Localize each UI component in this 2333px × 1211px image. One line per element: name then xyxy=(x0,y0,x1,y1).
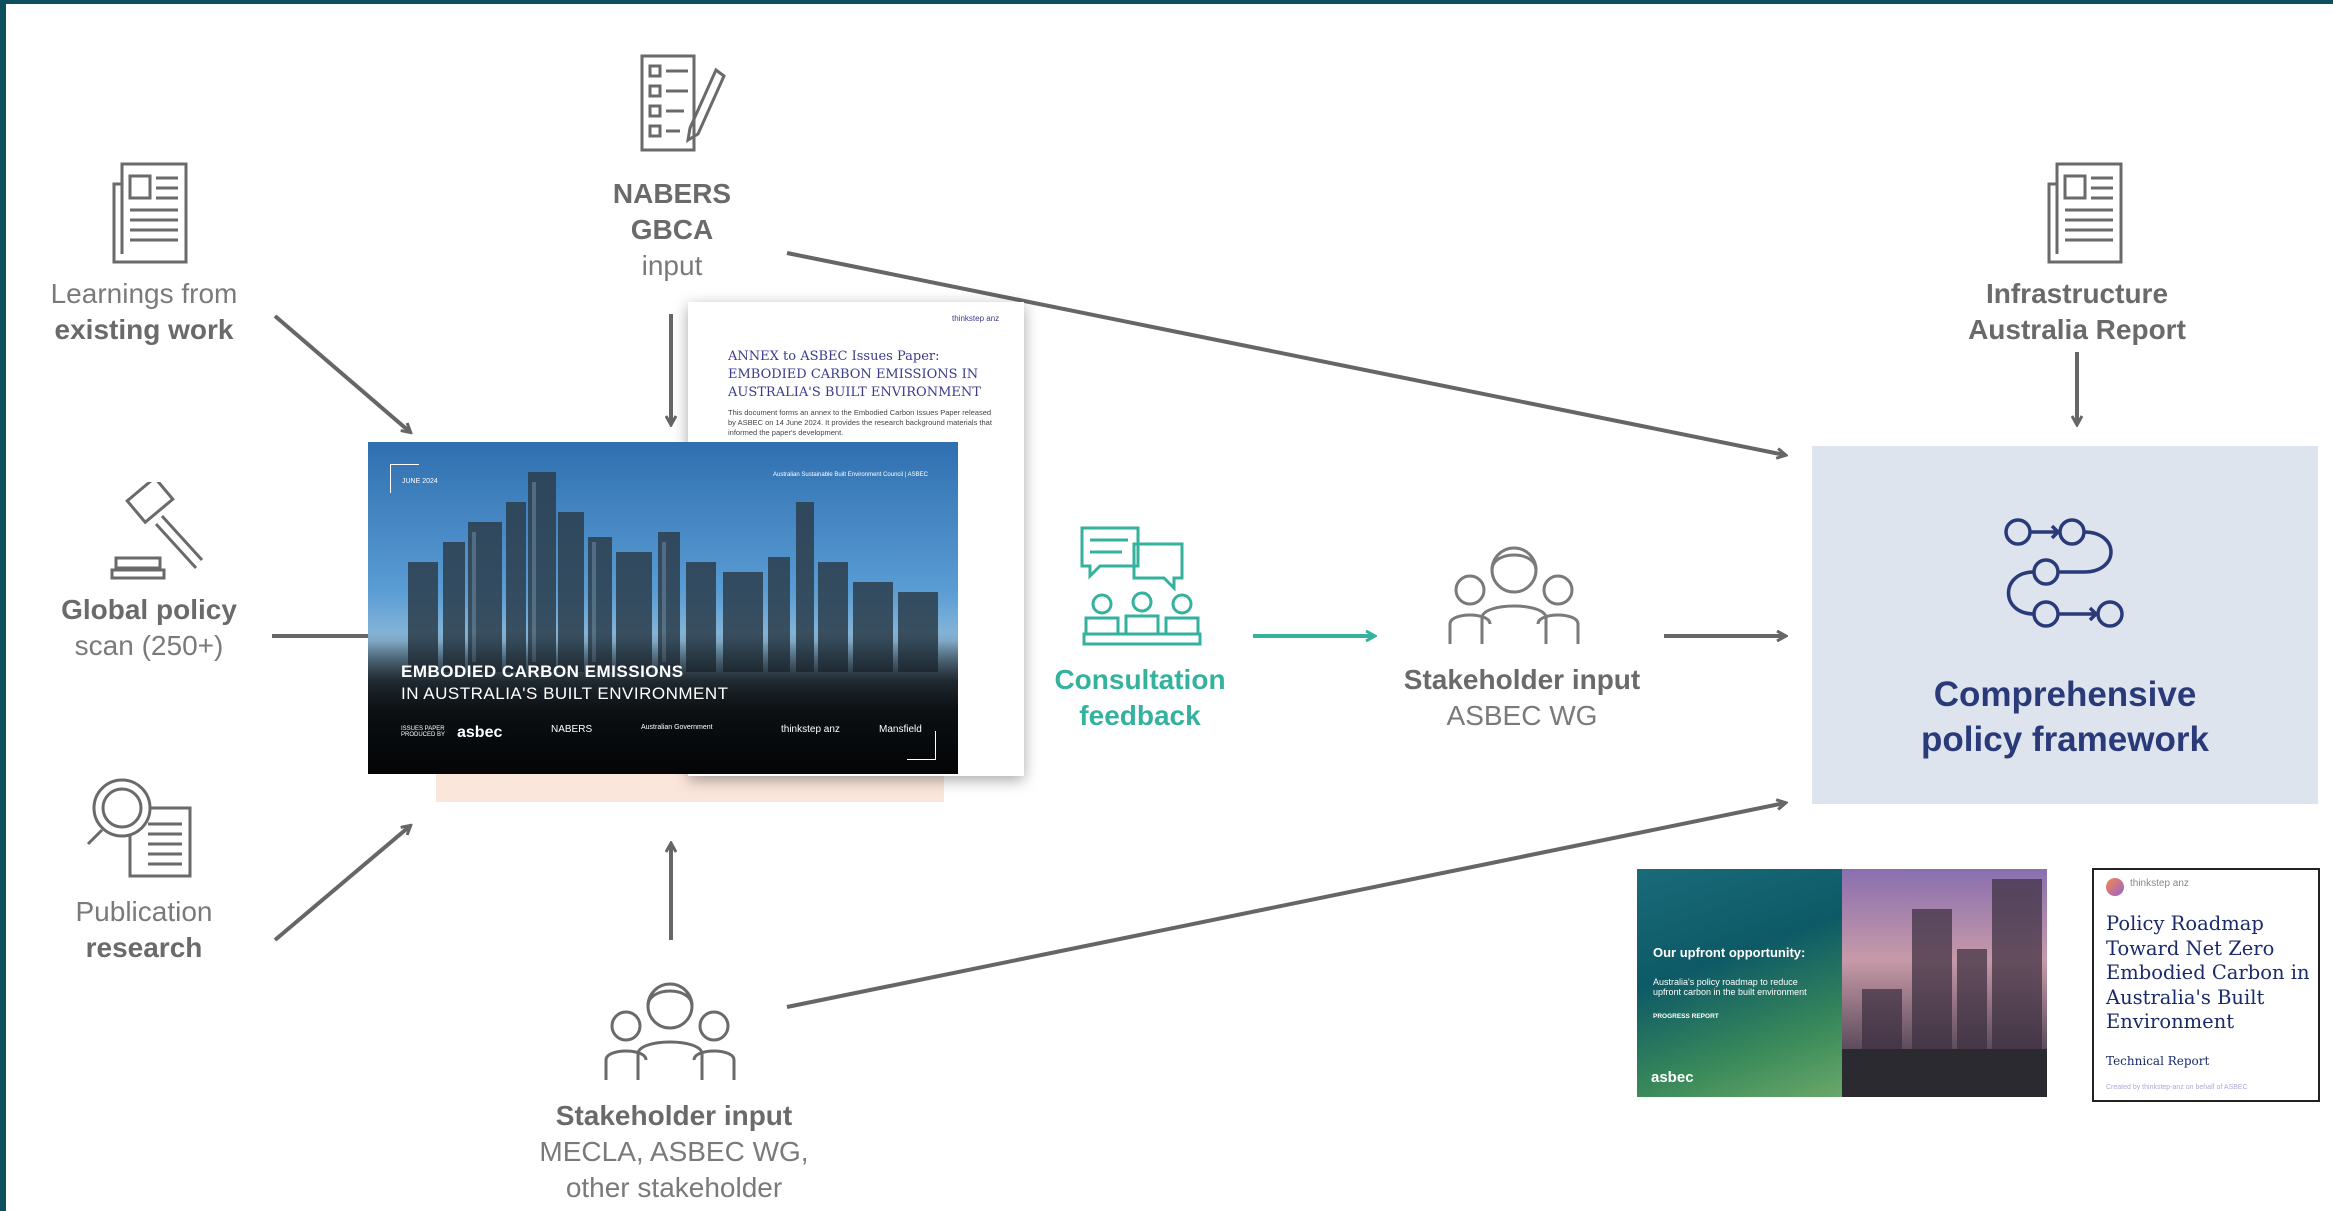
workflow-icon xyxy=(2004,518,2124,628)
node-stakeholder-wg: Stakeholder input ASBEC WG xyxy=(1362,662,1682,734)
progress-title: Our upfront opportunity: xyxy=(1653,945,1806,960)
annex-brand: thinkstep anz xyxy=(952,314,1000,323)
tech-footer: Created by thinkstep-anz on behalf of AS… xyxy=(2106,1084,2248,1091)
arrow-mecla-framework xyxy=(786,803,1785,1009)
node-publication-line2: research xyxy=(85,932,203,963)
cover-title-line1: EMBODIED CARBON EMISSIONS xyxy=(401,662,684,681)
logo-mansfield: Mansfield xyxy=(879,724,922,735)
node-global-line1: Global policy xyxy=(61,594,237,625)
arrow-learnings xyxy=(273,314,410,432)
newspaper-icon xyxy=(2047,162,2123,264)
progress-logo: asbec xyxy=(1651,1069,1694,1086)
node-publication: Publication research xyxy=(20,894,268,966)
framework-line1: Comprehensive xyxy=(1933,675,2197,714)
node-publication-line1: Publication xyxy=(75,896,213,927)
node-nabers-line1: NABERS xyxy=(612,178,732,209)
arrow-publication xyxy=(273,826,410,942)
issues-paper-cover: JUNE 2024 Australian Sustainable Built E… xyxy=(368,442,958,774)
progress-subtitle: Australia's policy roadmap to reduce upf… xyxy=(1653,977,1807,997)
cover-corner-mark xyxy=(907,731,936,760)
node-infrastructure: Infrastructure Australia Report xyxy=(1934,276,2220,348)
logo-thinkstep: thinkstep anz xyxy=(781,724,840,735)
tech-brand: thinkstep anz xyxy=(2130,878,2189,889)
magnifier-document-icon xyxy=(86,778,192,878)
logo-asbec: asbec xyxy=(457,724,503,741)
node-consultation-line1: Consultation xyxy=(1054,664,1226,695)
node-learnings: Learnings from existing work xyxy=(20,276,268,348)
node-infrastructure-line1: Infrastructure xyxy=(1985,278,2169,309)
progress-tag: PROGRESS REPORT xyxy=(1653,1013,1719,1020)
node-nabers-line3: input xyxy=(641,250,703,281)
node-stakeholder-wg-line2: ASBEC WG xyxy=(1446,700,1598,731)
node-learnings-line2: existing work xyxy=(54,314,234,345)
node-consultation: Consultation feedback xyxy=(1020,662,1260,734)
frame-top-border xyxy=(0,0,2333,4)
discussion-group-icon xyxy=(1080,526,1202,646)
tech-title: Policy Roadmap Toward Net Zero Embodied … xyxy=(2106,912,2310,1033)
thinkstep-logo-icon xyxy=(2106,878,2124,896)
newspaper-icon xyxy=(112,162,188,264)
node-stakeholder-mecla-line2: MECLA, ASBEC WG, xyxy=(539,1136,809,1167)
progress-buildings xyxy=(1842,879,2047,1097)
gavel-icon xyxy=(110,482,204,580)
people-group-icon xyxy=(604,982,736,1080)
node-learnings-line1: Learnings from xyxy=(50,278,238,309)
node-nabers: NABERS GBCA input xyxy=(560,176,784,284)
cover-date: JUNE 2024 xyxy=(402,478,438,485)
technical-report-cover: thinkstep anz Policy Roadmap Toward Net … xyxy=(2092,868,2320,1102)
node-consultation-line2: feedback xyxy=(1079,700,1201,731)
cover-produced-by: ISSUES PAPER PRODUCED BY xyxy=(401,726,446,738)
cover-shade xyxy=(368,632,958,774)
node-stakeholder-mecla: Stakeholder input MECLA, ASBEC WG, other… xyxy=(500,1098,848,1206)
logo-australian-government: Australian Government xyxy=(641,724,713,731)
annex-body: This document forms an annex to the Embo… xyxy=(728,408,992,437)
framework-title: Comprehensive policy framework xyxy=(1812,672,2318,762)
node-nabers-line2: GBCA xyxy=(630,214,714,245)
cover-logos: ISSUES PAPER PRODUCED BY asbec NABERS Au… xyxy=(401,724,941,754)
arrow-nabers-framework xyxy=(786,251,1785,455)
node-stakeholder-wg-line1: Stakeholder input xyxy=(1403,664,1641,695)
node-infrastructure-line2: Australia Report xyxy=(1968,314,2186,345)
cover-corner-mark xyxy=(390,464,419,493)
node-global-line2: scan (250+) xyxy=(74,630,224,661)
node-stakeholder-mecla-line3: other stakeholder xyxy=(565,1172,783,1203)
progress-report-cover: Our upfront opportunity: Australia's pol… xyxy=(1637,869,2047,1097)
framework-line2: policy framework xyxy=(1921,720,2209,759)
checklist-document-icon xyxy=(640,54,726,152)
frame-left-border xyxy=(0,0,6,1211)
cover-header: Australian Sustainable Built Environment… xyxy=(773,472,928,478)
progress-cover-left xyxy=(1637,869,1842,1097)
annex-title: ANNEX to ASBEC Issues Paper: EMBODIED CA… xyxy=(728,349,981,400)
logo-nabers: NABERS xyxy=(551,724,593,735)
progress-cover-photo xyxy=(1842,869,2047,1097)
node-global-policy: Global policy scan (250+) xyxy=(20,592,278,664)
people-group-icon xyxy=(1448,546,1580,644)
node-stakeholder-mecla-line1: Stakeholder input xyxy=(555,1100,793,1131)
cover-title-line2: IN AUSTRALIA'S BUILT ENVIRONMENT xyxy=(401,684,729,703)
tech-subtitle: Technical Report xyxy=(2106,1054,2210,1068)
framework-box: Comprehensive policy framework xyxy=(1812,446,2318,804)
